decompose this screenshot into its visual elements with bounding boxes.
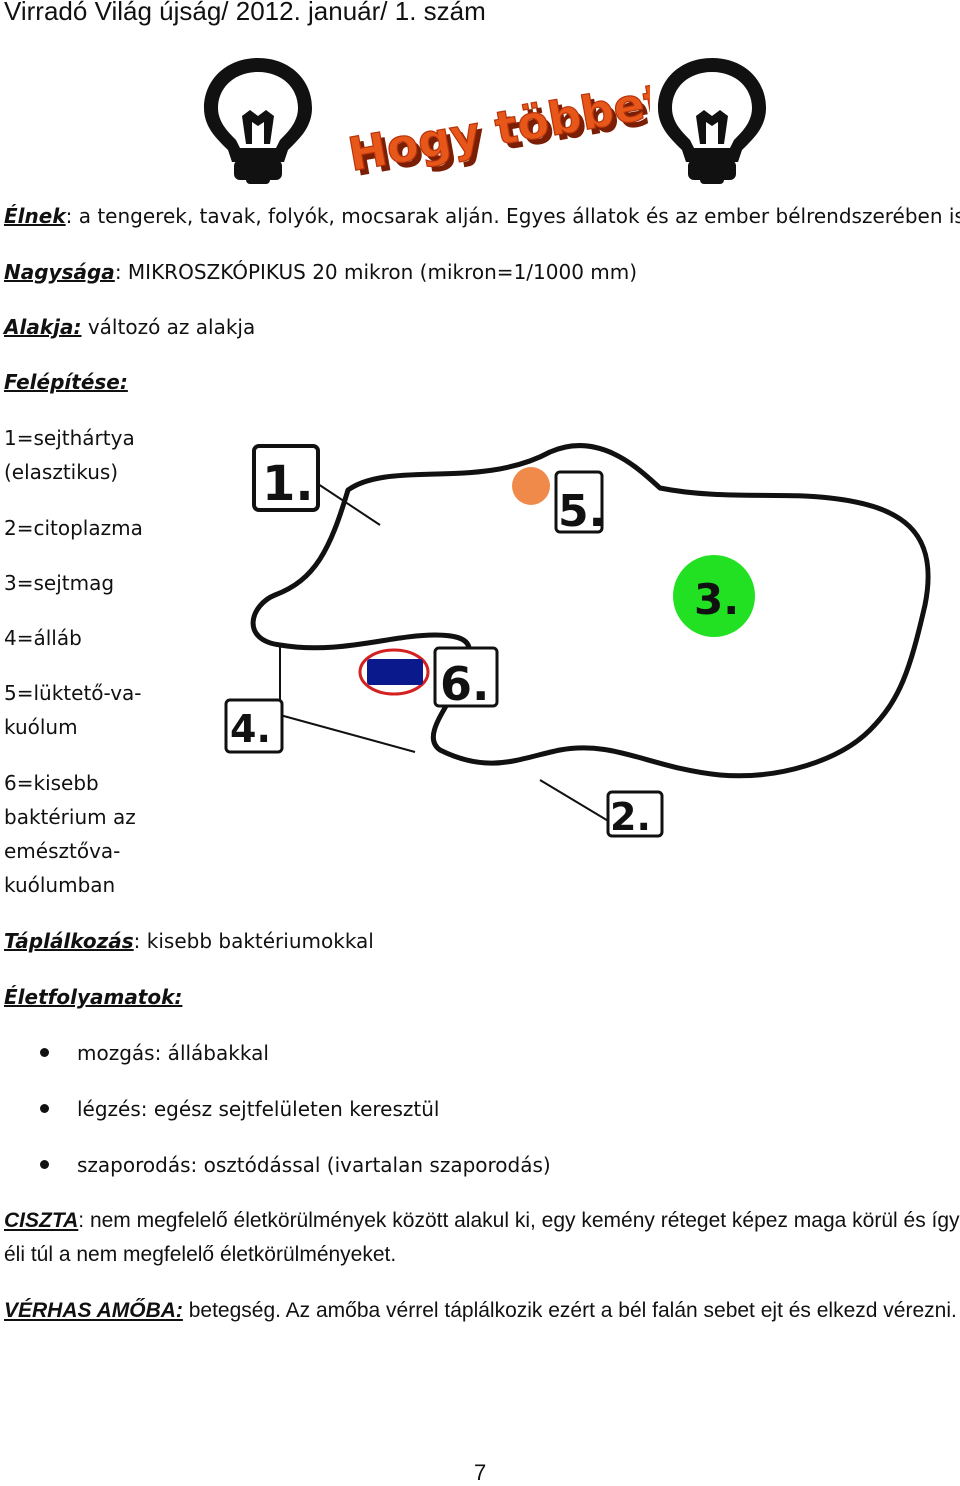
nagysag-text: : MIKROSZKÓPIKUS 20 mikron (mikron=1/100… <box>114 260 638 284</box>
list-item-text: légzés: egész sejtfelületen keresztül <box>77 1097 440 1121</box>
diagram-label-4: 4. <box>230 707 271 751</box>
taplalkozas-line: Táplálkozás: kisebb baktériumokkal <box>4 929 374 953</box>
legend-text: 4=álláb <box>4 626 82 650</box>
legend-text: kuólumban <box>4 873 116 897</box>
legend-text: baktérium az <box>4 805 136 829</box>
legend-item-4: 4=álláb <box>4 621 82 655</box>
page-number: 7 <box>474 1460 487 1485</box>
leader-line-4 <box>279 714 416 753</box>
legend-text: emésztőva- <box>4 839 121 863</box>
legend-text: 2=citoplazma <box>4 516 143 540</box>
legend-item-1: 1=sejthártya (elasztikus) <box>4 421 135 489</box>
elnek-line: Élnek: a tengerek, tavak, folyók, mocsar… <box>4 204 960 228</box>
diagram-label-2: 2. <box>610 795 651 839</box>
ciszta-paragraph: CISZTA: nem megfelelő életkörülmények kö… <box>4 1204 960 1272</box>
amoeba-diagram: 1. 5. 3. 6. 4. 2. <box>224 443 931 839</box>
legend-text: (elasztikus) <box>4 460 119 484</box>
eletfolyamatok-label: Életfolyamatok: <box>4 985 183 1009</box>
legend-text: 1=sejthártya <box>4 426 135 450</box>
hogy-tobbet-tudj-logo: Hogy többet tudj Hogy többet tudj <box>344 51 650 180</box>
diagram-label-1: 1. <box>262 456 314 512</box>
bullet-icon <box>40 1104 49 1113</box>
cell-membrane <box>250 443 931 779</box>
verhas-text: betegség. Az amőba vérrel táplálkozik ez… <box>182 1299 957 1322</box>
newspaper-header: Virradó Világ újság/ 2012. január/ 1. sz… <box>4 0 486 26</box>
contractile-vacuole <box>512 467 550 505</box>
leader-line-1 <box>311 479 381 526</box>
bullet-icon <box>40 1048 49 1057</box>
legend-item-6: 6=kisebb baktérium az emésztőva- kuólumb… <box>4 766 136 902</box>
alakja-label: Alakja: <box>4 315 82 339</box>
legend-text: 3=sejtmag <box>4 571 115 595</box>
list-item-text: szaporodás: osztódással (ivartalan szapo… <box>77 1153 551 1177</box>
list-item-text: mozgás: állábakkal <box>77 1041 269 1065</box>
alakja-line: Alakja: változó az alakja <box>4 315 255 339</box>
elnek-text: : a tengerek, tavak, folyók, mocsarak al… <box>65 204 960 228</box>
legend-text: kuólum <box>4 715 78 739</box>
legend-item-5: 5=lüktető-va- kuólum <box>4 676 142 744</box>
list-item: szaporodás: osztódással (ivartalan szapo… <box>40 1153 551 1177</box>
legend-text: 6=kisebb <box>4 771 99 795</box>
ciszta-label: CISZTA <box>4 1209 79 1232</box>
diagram-label-6: 6. <box>440 657 489 711</box>
eletfolyamatok-line: Életfolyamatok: <box>4 985 182 1009</box>
list-item: légzés: egész sejtfelületen keresztül <box>40 1097 439 1121</box>
nagysag-label: Nagysága <box>4 260 115 284</box>
bullet-icon <box>40 1160 49 1169</box>
leader-line-2 <box>539 779 616 826</box>
verhas-paragraph: VÉRHAS AMŐBA: betegség. Az amőba vérrel … <box>4 1294 960 1328</box>
diagram-label-5: 5. <box>558 486 605 537</box>
lightbulb-icon <box>658 58 766 184</box>
elnek-label: Élnek <box>4 204 66 228</box>
taplalkozas-label: Táplálkozás <box>4 929 134 953</box>
legend-item-2: 2=citoplazma <box>4 511 143 545</box>
bacterium <box>367 659 423 685</box>
legend-text: 5=lüktető-va- <box>4 681 142 705</box>
taplalkozas-text: : kisebb baktériumokkal <box>133 929 374 953</box>
felepitese-line: Felépítése: <box>4 370 128 394</box>
digestive-vacuole <box>358 648 430 696</box>
legend-item-3: 3=sejtmag <box>4 566 114 600</box>
list-item: mozgás: állábakkal <box>40 1041 269 1065</box>
alakja-text: változó az alakja <box>81 315 256 339</box>
lightbulb-icon <box>204 58 312 184</box>
verhas-label: VÉRHAS AMŐBA: <box>4 1299 183 1322</box>
felepitese-label: Felépítése: <box>4 370 128 394</box>
nucleus <box>673 555 755 637</box>
nagysag-line: Nagysága: MIKROSZKÓPIKUS 20 mikron (mikr… <box>4 260 637 284</box>
ciszta-text: : nem megfelelő életkörülmények között a… <box>4 1209 960 1266</box>
diagram-label-3: 3. <box>694 575 739 624</box>
